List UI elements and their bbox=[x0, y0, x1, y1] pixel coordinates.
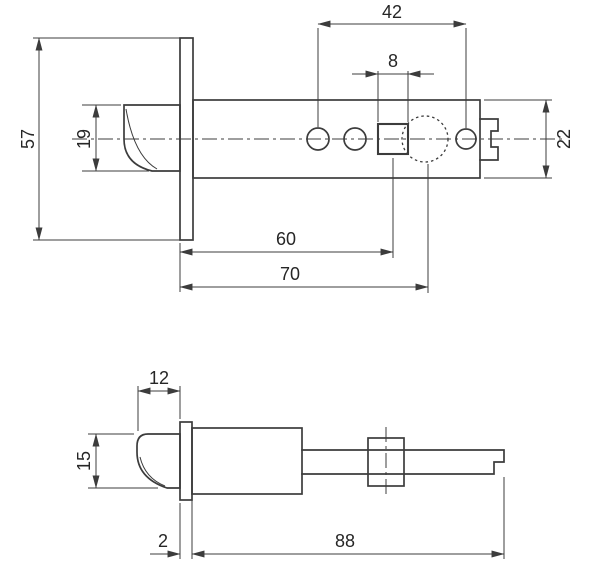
dim-22: 22 bbox=[484, 99, 574, 179]
dim-60: 60 bbox=[179, 158, 394, 292]
hole-right bbox=[455, 128, 477, 150]
dim-8-label: 8 bbox=[388, 51, 398, 71]
dim-22-label: 22 bbox=[554, 129, 574, 149]
dim-57: 57 bbox=[18, 37, 182, 241]
dim-12-label: 12 bbox=[149, 368, 169, 388]
spindle-tail bbox=[301, 449, 505, 475]
dim-60-label: 60 bbox=[276, 229, 296, 249]
latch-body-plan bbox=[191, 427, 303, 495]
dim-88-label: 88 bbox=[335, 531, 355, 551]
spindle-square-hole bbox=[376, 122, 410, 156]
dim-42: 42 bbox=[317, 2, 467, 128]
top-view: 42 8 57 19 22 bbox=[18, 2, 574, 293]
dim-2-label: 2 bbox=[158, 531, 168, 551]
bottom-view: 12 15 2 88 bbox=[74, 368, 505, 559]
latch-bolt-plan bbox=[136, 433, 181, 489]
dim-70: 70 bbox=[179, 164, 429, 293]
latch-body-side bbox=[192, 99, 481, 179]
dim-42-label: 42 bbox=[382, 2, 402, 22]
dim-8: 8 bbox=[352, 51, 434, 122]
dim-88: 88 bbox=[191, 477, 505, 559]
latch-bolt-side bbox=[123, 104, 181, 172]
faceplate-plan bbox=[179, 421, 193, 501]
hole-middle bbox=[343, 127, 367, 151]
dim-57-label: 57 bbox=[18, 129, 38, 149]
retainer-tab bbox=[479, 118, 499, 161]
dim-15-label: 15 bbox=[74, 451, 94, 471]
dim-70-label: 70 bbox=[280, 264, 300, 284]
dim-19-label: 19 bbox=[74, 129, 94, 149]
dim-12: 12 bbox=[137, 368, 181, 431]
cam-circle-hidden bbox=[401, 115, 449, 163]
dim-15: 15 bbox=[74, 433, 158, 489]
dim-2: 2 bbox=[150, 503, 181, 559]
hole-left bbox=[306, 127, 330, 151]
latch-bolt-bevel-line bbox=[125, 108, 158, 170]
latch-bolt-plan-bevel-line bbox=[139, 456, 166, 487]
dim-19: 19 bbox=[74, 104, 149, 172]
